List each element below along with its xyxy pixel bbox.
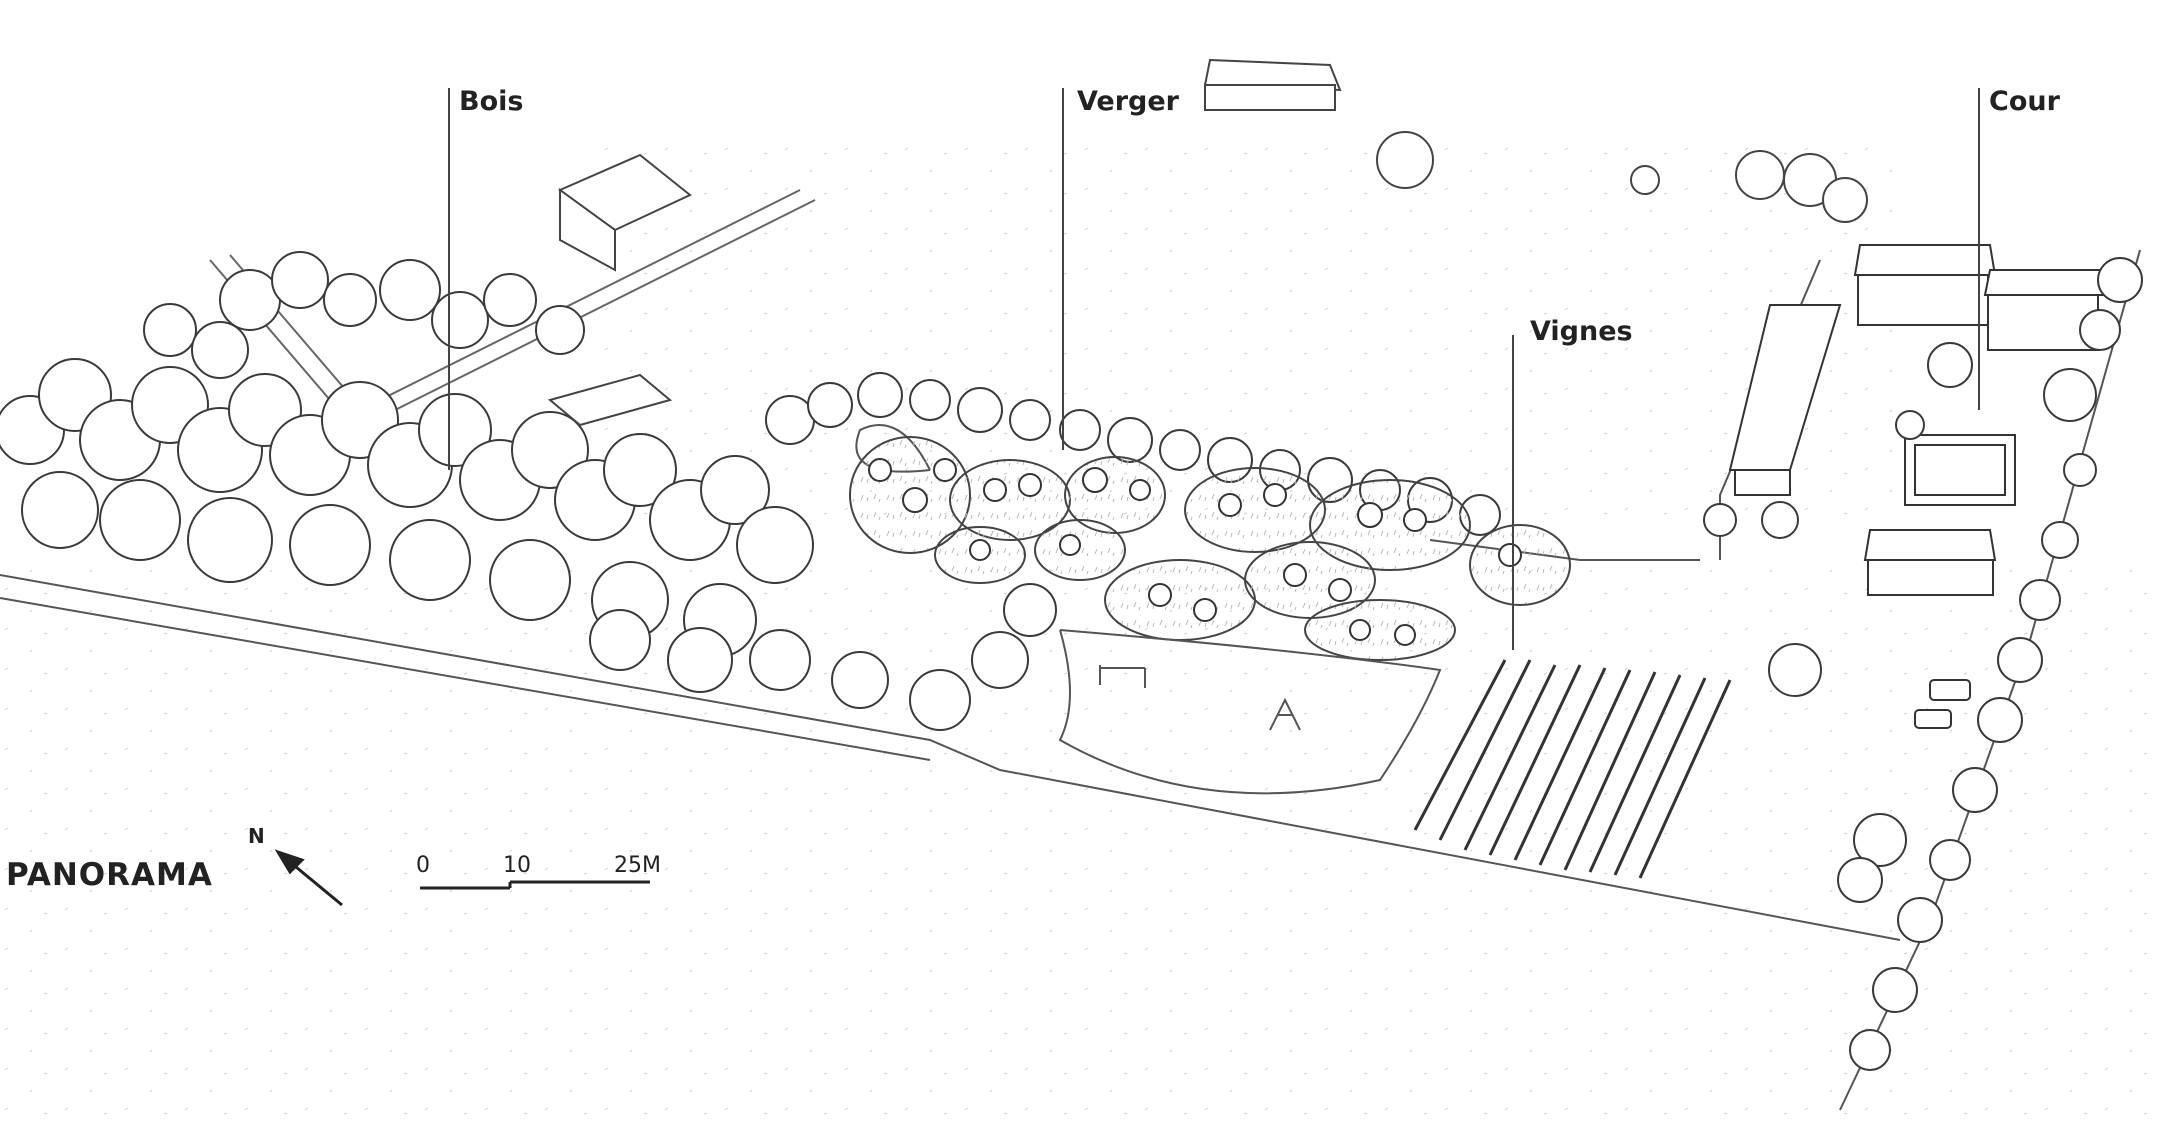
vineyard-rows bbox=[1413, 659, 1732, 879]
scale-tick-10: 10 bbox=[503, 853, 531, 878]
scale-tick-25: 25M bbox=[614, 853, 661, 878]
scale-bar-icon bbox=[420, 880, 650, 890]
lawn-area bbox=[1058, 629, 1442, 795]
distant-farm bbox=[547, 58, 1868, 427]
courtyard-trees bbox=[1703, 257, 2143, 1071]
scale-tick-0: 0 bbox=[416, 853, 430, 878]
north-arrow-icon bbox=[274, 849, 343, 907]
label-vignes: Vignes bbox=[1530, 316, 1633, 347]
label-cour: Cour bbox=[1989, 86, 2060, 117]
label-verger: Verger bbox=[1077, 86, 1180, 117]
fruit-trees bbox=[868, 458, 1522, 646]
map-title: PANORAMA bbox=[6, 857, 213, 893]
woods bbox=[0, 251, 1057, 731]
compass-north-letter: N bbox=[248, 824, 265, 848]
farm-buildings bbox=[1728, 244, 2107, 596]
parked-cars bbox=[1914, 679, 1971, 729]
foreground-field bbox=[0, 560, 2161, 1125]
label-leader-lines bbox=[448, 88, 1980, 650]
label-bois: Bois bbox=[459, 86, 524, 117]
